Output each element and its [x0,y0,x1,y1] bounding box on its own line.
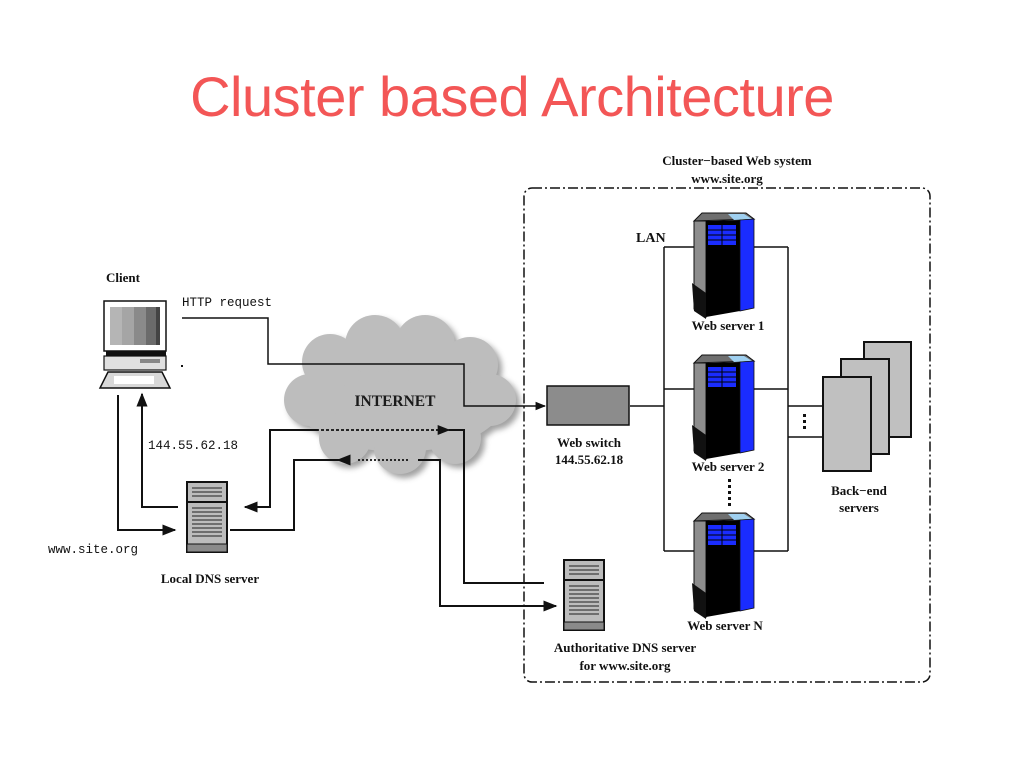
local-query-to-auth [418,459,558,612]
http-request-label: HTTP request [182,296,272,310]
dns-query-path [117,395,177,536]
auth-dns-label-2: for www.site.org [579,658,671,673]
slide-title: Cluster based Architecture [190,65,834,128]
backend-label-1: Back−end [831,483,888,498]
local-dns-server-icon [186,481,228,553]
internet-label: INTERNET [355,393,437,410]
client-computer-icon [98,300,172,389]
local-dns-label: Local DNS server [161,571,259,586]
http-request-path [182,317,547,411]
web-switch-label: Web switch [557,435,622,450]
web-server-1-label: Web server 1 [692,318,765,333]
backend-label-2: servers [839,500,879,515]
web-server-1-icon [691,212,755,320]
auth-dns-label-1: Authoritative DNS server [554,640,696,655]
backend-servers-icon [822,341,912,472]
auth-reply-to-local [243,429,318,513]
cluster-title: Cluster−based Web system [662,153,812,168]
servers-ellipsis [728,479,731,506]
web-server-2-label: Web server 2 [692,459,765,474]
dns-query-label: www.site.org [48,543,138,557]
web-server-n-icon [691,512,755,620]
client-label: Client [106,270,141,285]
client-dot [181,365,183,367]
backend-ellipsis [803,414,806,429]
web-switch-ip: 144.55.62.18 [555,452,624,467]
lan-bus [630,246,822,552]
lan-label: LAN [636,231,666,246]
auth-dns-server-icon [563,559,605,631]
dns-reply-path [136,392,178,508]
auth-reply-path [449,429,544,584]
client-ip-label: 144.55.62.18 [148,439,238,453]
cluster-boundary [523,187,931,683]
cluster-domain: www.site.org [691,171,763,186]
web-server-n-label: Web server N [687,618,763,633]
local-query-path [230,459,340,531]
web-switch-icon [546,385,630,426]
web-server-2-icon [691,354,755,462]
